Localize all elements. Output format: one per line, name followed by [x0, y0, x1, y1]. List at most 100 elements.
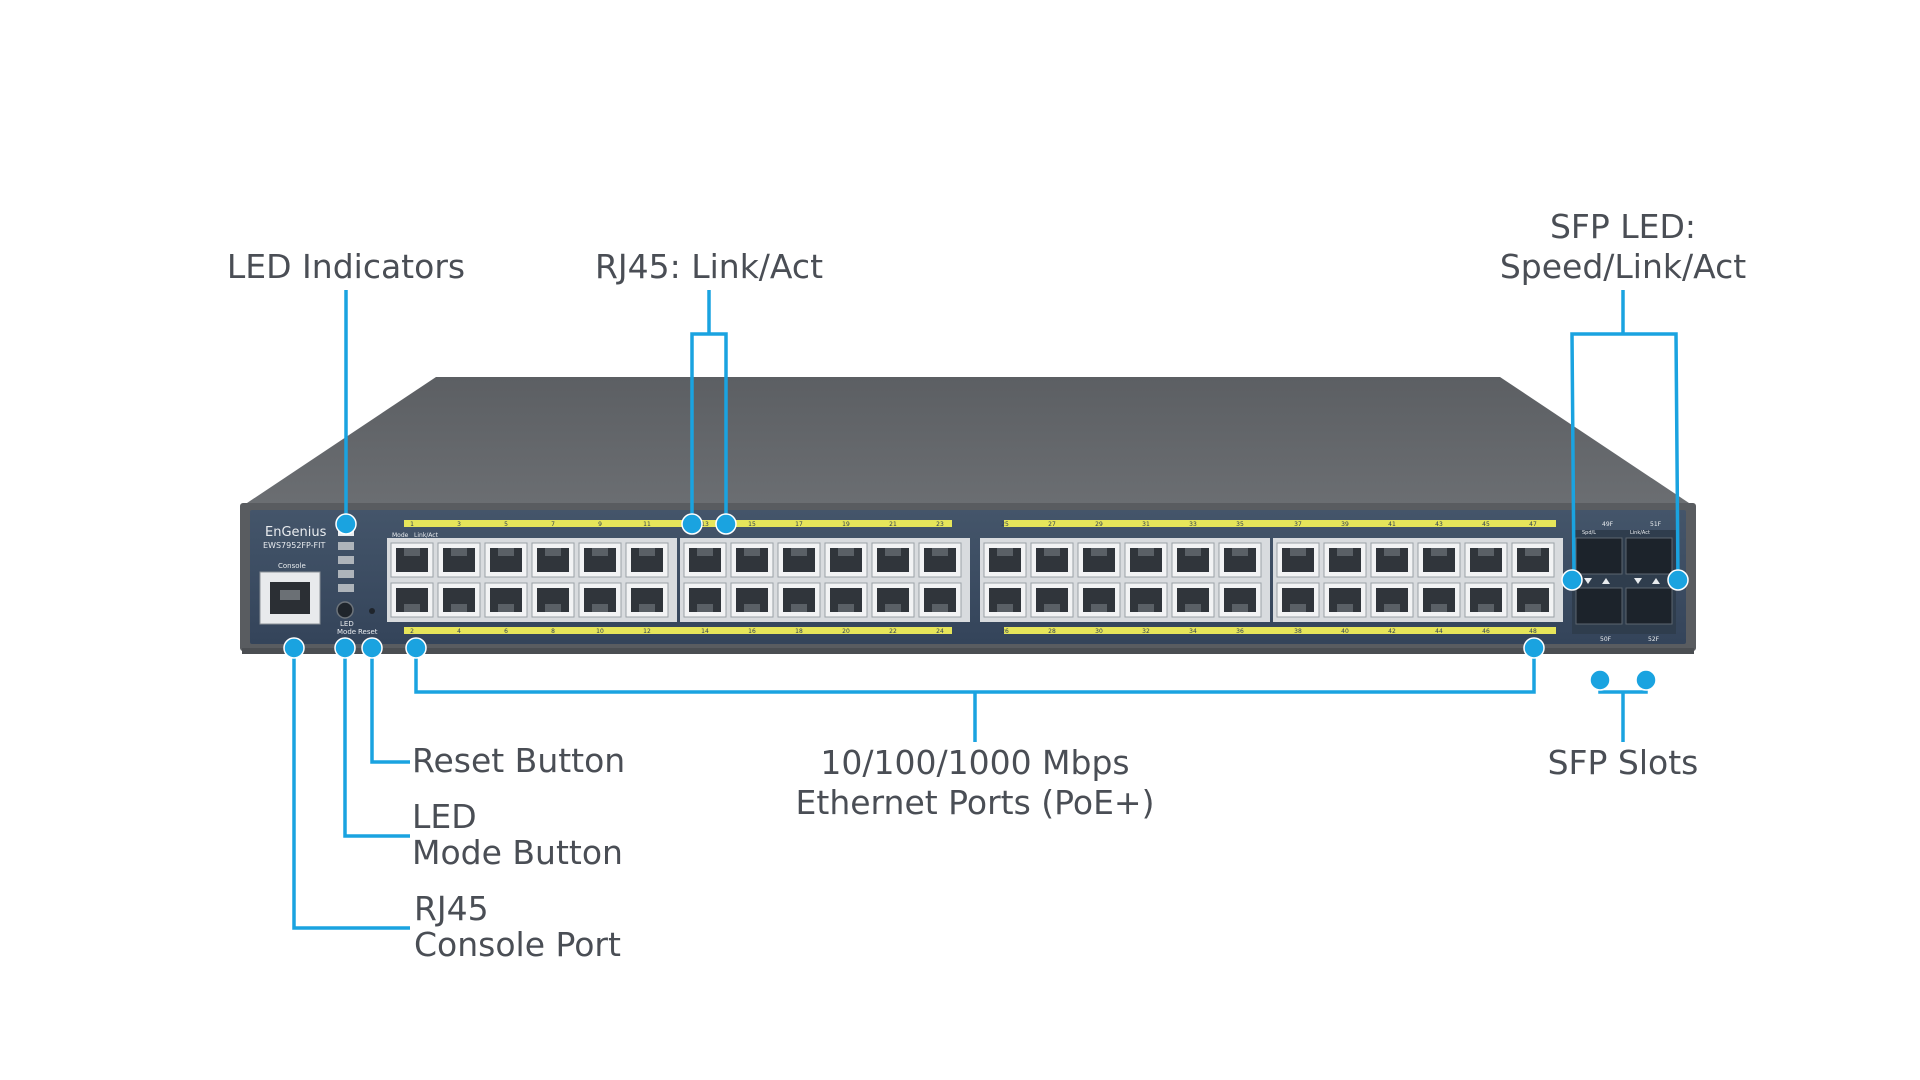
- ethernet-port[interactable]: [531, 542, 575, 578]
- ethernet-port[interactable]: [1030, 582, 1074, 618]
- ethernet-port[interactable]: [1417, 582, 1461, 618]
- leader-sfp-slots: [1598, 680, 1648, 742]
- link-act-label: Link/Act: [414, 532, 439, 539]
- ethernet-port[interactable]: [1276, 582, 1320, 618]
- ethernet-port[interactable]: [1323, 582, 1367, 618]
- mode-label: Mode: [392, 532, 409, 539]
- label-reset-button: Reset Button: [412, 741, 625, 780]
- sfp-label-51f: 51F: [1650, 521, 1662, 528]
- dot-ethernet-last: [1523, 637, 1545, 659]
- port-number: 16: [748, 628, 756, 635]
- sfp-slot-50[interactable]: [1575, 587, 1623, 625]
- sfp-area: 49F 51F Spd/L Link/Act 50F 52F: [1572, 521, 1676, 643]
- ethernet-port[interactable]: [1276, 542, 1320, 578]
- ethernet-port[interactable]: [1030, 542, 1074, 578]
- ethernet-port[interactable]: [1218, 542, 1262, 578]
- dot-led-mode: [334, 637, 356, 659]
- ethernet-port[interactable]: [390, 542, 434, 578]
- leader-rj45-link-act: [690, 290, 728, 524]
- port-number: 38: [1294, 628, 1302, 635]
- label-led-indicators: LED Indicators: [227, 247, 465, 286]
- ethernet-port[interactable]: [1077, 542, 1121, 578]
- ethernet-port[interactable]: [730, 542, 774, 578]
- sfp-slot-51[interactable]: [1625, 537, 1673, 575]
- dot-sfp-slot-left: [1589, 669, 1611, 691]
- port-number: 48: [1529, 628, 1537, 635]
- ethernet-port[interactable]: [683, 582, 727, 618]
- port-number: 1: [410, 521, 414, 528]
- ethernet-port[interactable]: [918, 582, 962, 618]
- ethernet-port[interactable]: [437, 582, 481, 618]
- port-number: 34: [1189, 628, 1197, 635]
- dot-ethernet-first: [405, 637, 427, 659]
- leader-lines: [292, 290, 1680, 930]
- port-number: 4: [457, 628, 461, 635]
- sfp-slot-52[interactable]: [1625, 587, 1673, 625]
- port-number: 24: [936, 628, 944, 635]
- ethernet-port[interactable]: [777, 582, 821, 618]
- ethernet-port[interactable]: [484, 582, 528, 618]
- switch-chassis: EnGenius EWS7952FP-FIT Console LED Mode …: [240, 377, 1696, 654]
- port-number: 22: [889, 628, 897, 635]
- reset-button[interactable]: [369, 608, 375, 614]
- ethernet-port[interactable]: [730, 582, 774, 618]
- ethernet-port[interactable]: [1218, 582, 1262, 618]
- dot-led-indicators: [335, 513, 357, 535]
- ethernet-port[interactable]: [918, 542, 962, 578]
- port-number: 25: [1001, 521, 1009, 528]
- port-number: 46: [1482, 628, 1490, 635]
- ethernet-port[interactable]: [824, 582, 868, 618]
- dot-console: [283, 637, 305, 659]
- led-mode-label-1: LED: [340, 620, 354, 628]
- ethernet-port[interactable]: [625, 582, 669, 618]
- port-number: 47: [1529, 521, 1537, 528]
- led-indicator: [338, 570, 354, 578]
- ethernet-port[interactable]: [1171, 542, 1215, 578]
- ethernet-port[interactable]: [390, 582, 434, 618]
- port-number: 44: [1435, 628, 1443, 635]
- port-number: 40: [1341, 628, 1349, 635]
- ethernet-port[interactable]: [683, 542, 727, 578]
- ethernet-port[interactable]: [1370, 582, 1414, 618]
- port-number: 36: [1236, 628, 1244, 635]
- ethernet-port[interactable]: [871, 582, 915, 618]
- ethernet-port[interactable]: [1511, 582, 1555, 618]
- port-number: 39: [1341, 521, 1349, 528]
- model-label: EWS7952FP-FIT: [263, 541, 326, 550]
- ethernet-port[interactable]: [1464, 542, 1508, 578]
- leader-sfp-led: [1570, 290, 1680, 581]
- ethernet-port[interactable]: [983, 542, 1027, 578]
- ethernet-port[interactable]: [437, 542, 481, 578]
- ethernet-port[interactable]: [484, 542, 528, 578]
- ethernet-port[interactable]: [1511, 542, 1555, 578]
- ethernet-port[interactable]: [1124, 582, 1168, 618]
- ethernet-port[interactable]: [824, 542, 868, 578]
- port-number: 26: [1001, 628, 1009, 635]
- ethernet-port[interactable]: [777, 542, 821, 578]
- ethernet-port[interactable]: [983, 582, 1027, 618]
- console-port[interactable]: [259, 571, 321, 625]
- ethernet-port[interactable]: [1323, 542, 1367, 578]
- ethernet-port[interactable]: [578, 542, 622, 578]
- ethernet-port[interactable]: [625, 542, 669, 578]
- ethernet-ports: [390, 542, 1555, 618]
- port-number: 6: [504, 628, 508, 635]
- callout-labels: LED Indicators RJ45: Link/Act SFP LED: S…: [227, 207, 1746, 964]
- port-number: 28: [1048, 628, 1056, 635]
- sfp-slot-49[interactable]: [1575, 537, 1623, 575]
- dot-rj45-act: [715, 513, 737, 535]
- ethernet-port[interactable]: [578, 582, 622, 618]
- led-mode-button[interactable]: [336, 601, 354, 619]
- ethernet-port[interactable]: [531, 582, 575, 618]
- ethernet-port[interactable]: [1464, 582, 1508, 618]
- ethernet-port[interactable]: [1077, 582, 1121, 618]
- port-number: 3: [457, 521, 461, 528]
- ethernet-port[interactable]: [1417, 542, 1461, 578]
- ethernet-port[interactable]: [871, 542, 915, 578]
- label-led-mode-2: Mode Button: [412, 833, 623, 872]
- ethernet-port[interactable]: [1171, 582, 1215, 618]
- ethernet-port[interactable]: [1124, 542, 1168, 578]
- console-label: Console: [278, 562, 306, 570]
- ethernet-port[interactable]: [1370, 542, 1414, 578]
